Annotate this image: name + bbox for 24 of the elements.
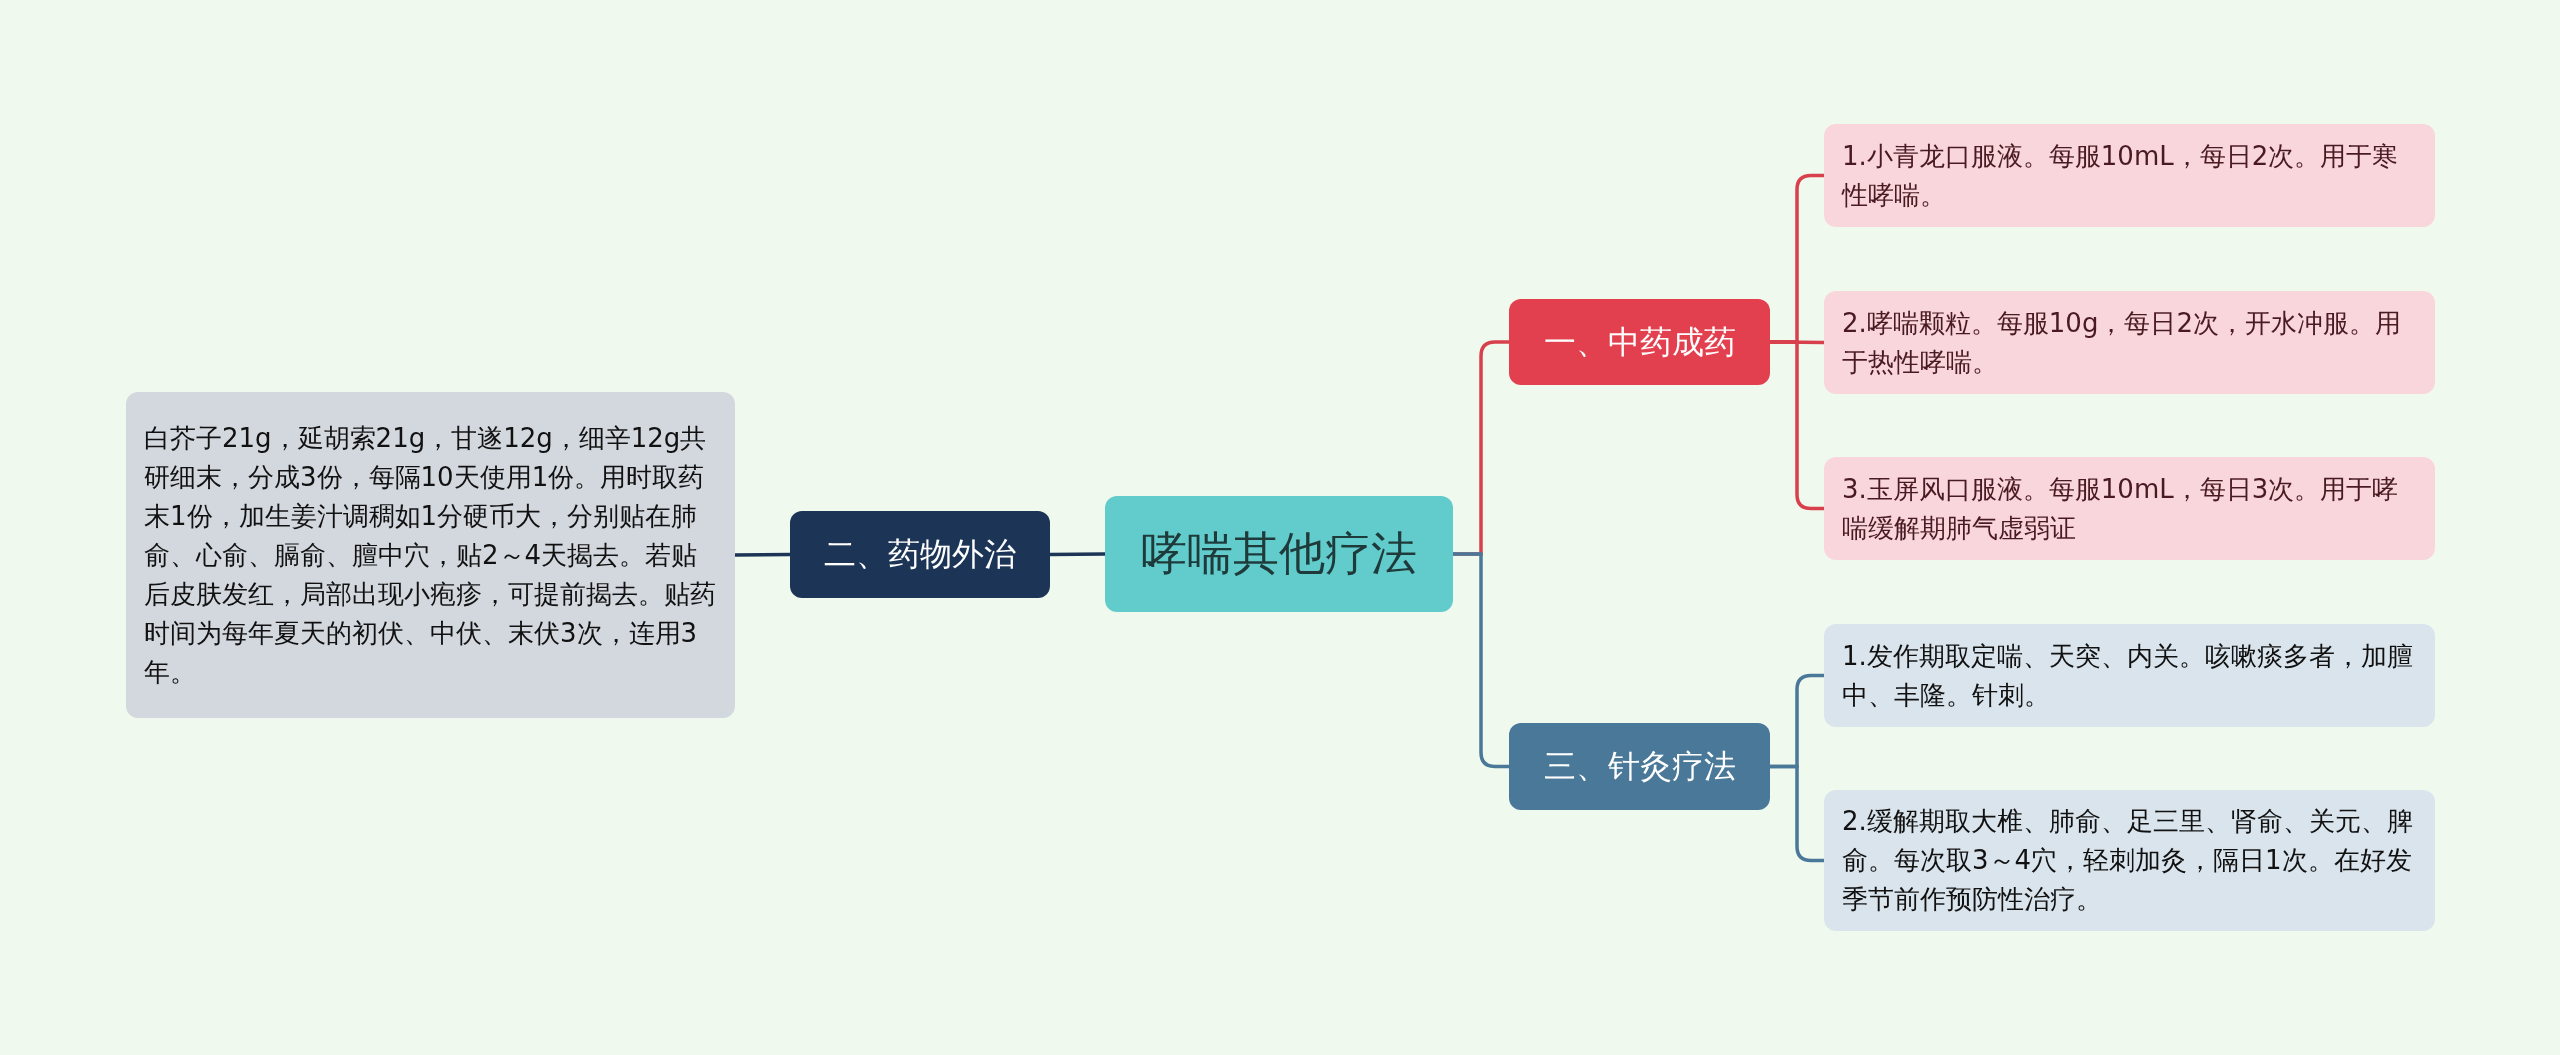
topic-text: 哮喘其他疗法 xyxy=(1141,526,1417,582)
branch-box xyxy=(1509,299,1770,385)
leaf-text: 1.发作期取定喘、天突、内关。咳嗽痰多者，加膻中、丰隆。针刺。 xyxy=(1842,639,2414,712)
leaf-box xyxy=(1824,457,2435,560)
leaf-text: 2.哮喘颗粒。每服10g，每日2次，开水冲服。用于热性哮喘。 xyxy=(1842,306,2402,379)
leaf-text: 1.小青龙口服液。每服10mL，每日2次。用于寒性哮喘。 xyxy=(1842,139,2400,212)
leaf-text: 2.缓解期取大椎、肺俞、足三里、肾俞、关元、脾俞。每次取3～4穴，轻刺加灸，隔日1次。在好发季节前作预防性治疗。 xyxy=(1842,805,2414,916)
branch-box xyxy=(1509,723,1770,810)
topic-text: 三、针灸疗法 xyxy=(1543,747,1736,786)
root-topic-box xyxy=(1105,496,1453,612)
connector-line xyxy=(1050,552,1105,557)
connector-line xyxy=(1770,764,1824,863)
leaf-box xyxy=(1824,291,2435,394)
leaf-box xyxy=(126,392,735,718)
topic-text: 二、药物外治 xyxy=(824,535,1016,574)
leaf-box xyxy=(1824,790,2435,931)
leaf-text: 3.玉屏风口服液。每服10mL，每日3次。用于哮喘缓解期肺气虚弱证 xyxy=(1842,472,2400,545)
leaf-box xyxy=(1824,624,2435,727)
connector-line xyxy=(1770,340,1824,511)
connector-line xyxy=(735,552,790,557)
branch-box xyxy=(790,511,1050,598)
leaf-box xyxy=(1824,124,2435,227)
leaf-text: 白芥子21g，延胡索21g，甘遂12g，细辛12g共研细末，分成3份，每隔10天使用1份。用时取药末1份，加生姜汁调稠如1分硬币大，分别贴在肺俞、心俞、膈俞、膻中穴，贴2～4天揭去。若贴后皮肤发红，局部出现小疱疹，可提前揭去。贴药时间为每年夏天的初伏、中伏、末伏3次，连用3年。 xyxy=(144,421,717,689)
topic-text: 一、中药成药 xyxy=(1543,322,1736,362)
